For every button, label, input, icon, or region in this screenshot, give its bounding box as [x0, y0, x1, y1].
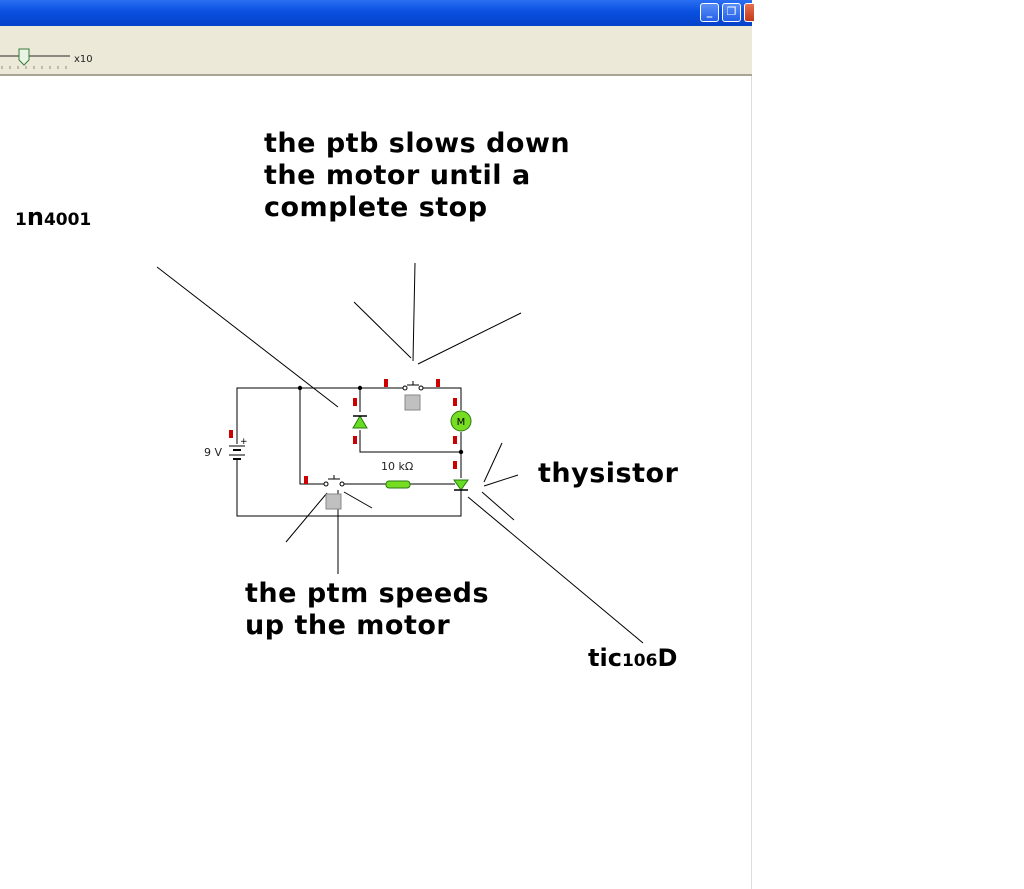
scr-pointer-line [467, 496, 644, 644]
scr-part-mid: 106 [621, 651, 658, 671]
thyristor-pointer-line [483, 442, 503, 483]
ptm-annotation: the ptm speeds up the motor [245, 578, 490, 641]
thyristor-pointer-line [481, 491, 515, 521]
circuit-wires [236, 387, 462, 517]
minimize-button[interactable]: _ [700, 3, 719, 22]
diode-part-prefix: 1 [15, 210, 27, 230]
junction-dots [297, 385, 464, 455]
ptb-button-handle[interactable] [404, 394, 421, 411]
diode-part-annotation: 1n4001 [15, 205, 91, 232]
ptb-pointer-line [353, 301, 412, 359]
zoom-slider-thumb[interactable] [18, 48, 30, 66]
battery-label: 9 V [204, 446, 223, 459]
thyristor[interactable] [453, 479, 469, 491]
toolbar: x10 [0, 46, 752, 76]
thyristor-pointer-line [483, 474, 519, 487]
ptm-pointer-line [285, 492, 328, 543]
close-button[interactable] [744, 3, 754, 22]
motor-symbol: M [457, 417, 466, 428]
zoom-slider[interactable] [0, 46, 72, 74]
battery[interactable]: + [229, 437, 248, 463]
ptb-pointer-line [412, 262, 416, 362]
scr-part-annotation: tic106D [588, 643, 677, 676]
zoom-level: x10 [74, 54, 93, 65]
scr-part-suffix: D [657, 644, 678, 672]
push-to-make-switch[interactable] [323, 475, 345, 510]
ptb-pointer-line [417, 312, 522, 365]
push-to-break-switch[interactable] [402, 381, 424, 411]
ptm-button-handle[interactable] [325, 493, 342, 510]
thyristor-annotation: thysistor [538, 458, 679, 489]
ptb-annotation: the ptb slows down the motor until a com… [264, 128, 571, 223]
circuit-canvas[interactable] [0, 76, 752, 889]
diode-part-mid: n [26, 203, 44, 231]
scr-part-prefix: tic [588, 644, 622, 672]
motor[interactable]: M [450, 410, 472, 432]
ptm-pointer-line [343, 491, 373, 509]
diode[interactable] [352, 415, 368, 429]
title-bar: _ ❐ [0, 0, 754, 26]
diode-pointer-line [156, 266, 339, 408]
resistor[interactable] [385, 480, 411, 489]
diode-part-suffix: 4001 [43, 210, 92, 230]
resistor-label: 10 kΩ [381, 460, 414, 473]
restore-button[interactable]: ❐ [722, 3, 741, 22]
terminal-markers [229, 379, 457, 484]
battery-plus: + [240, 437, 248, 447]
